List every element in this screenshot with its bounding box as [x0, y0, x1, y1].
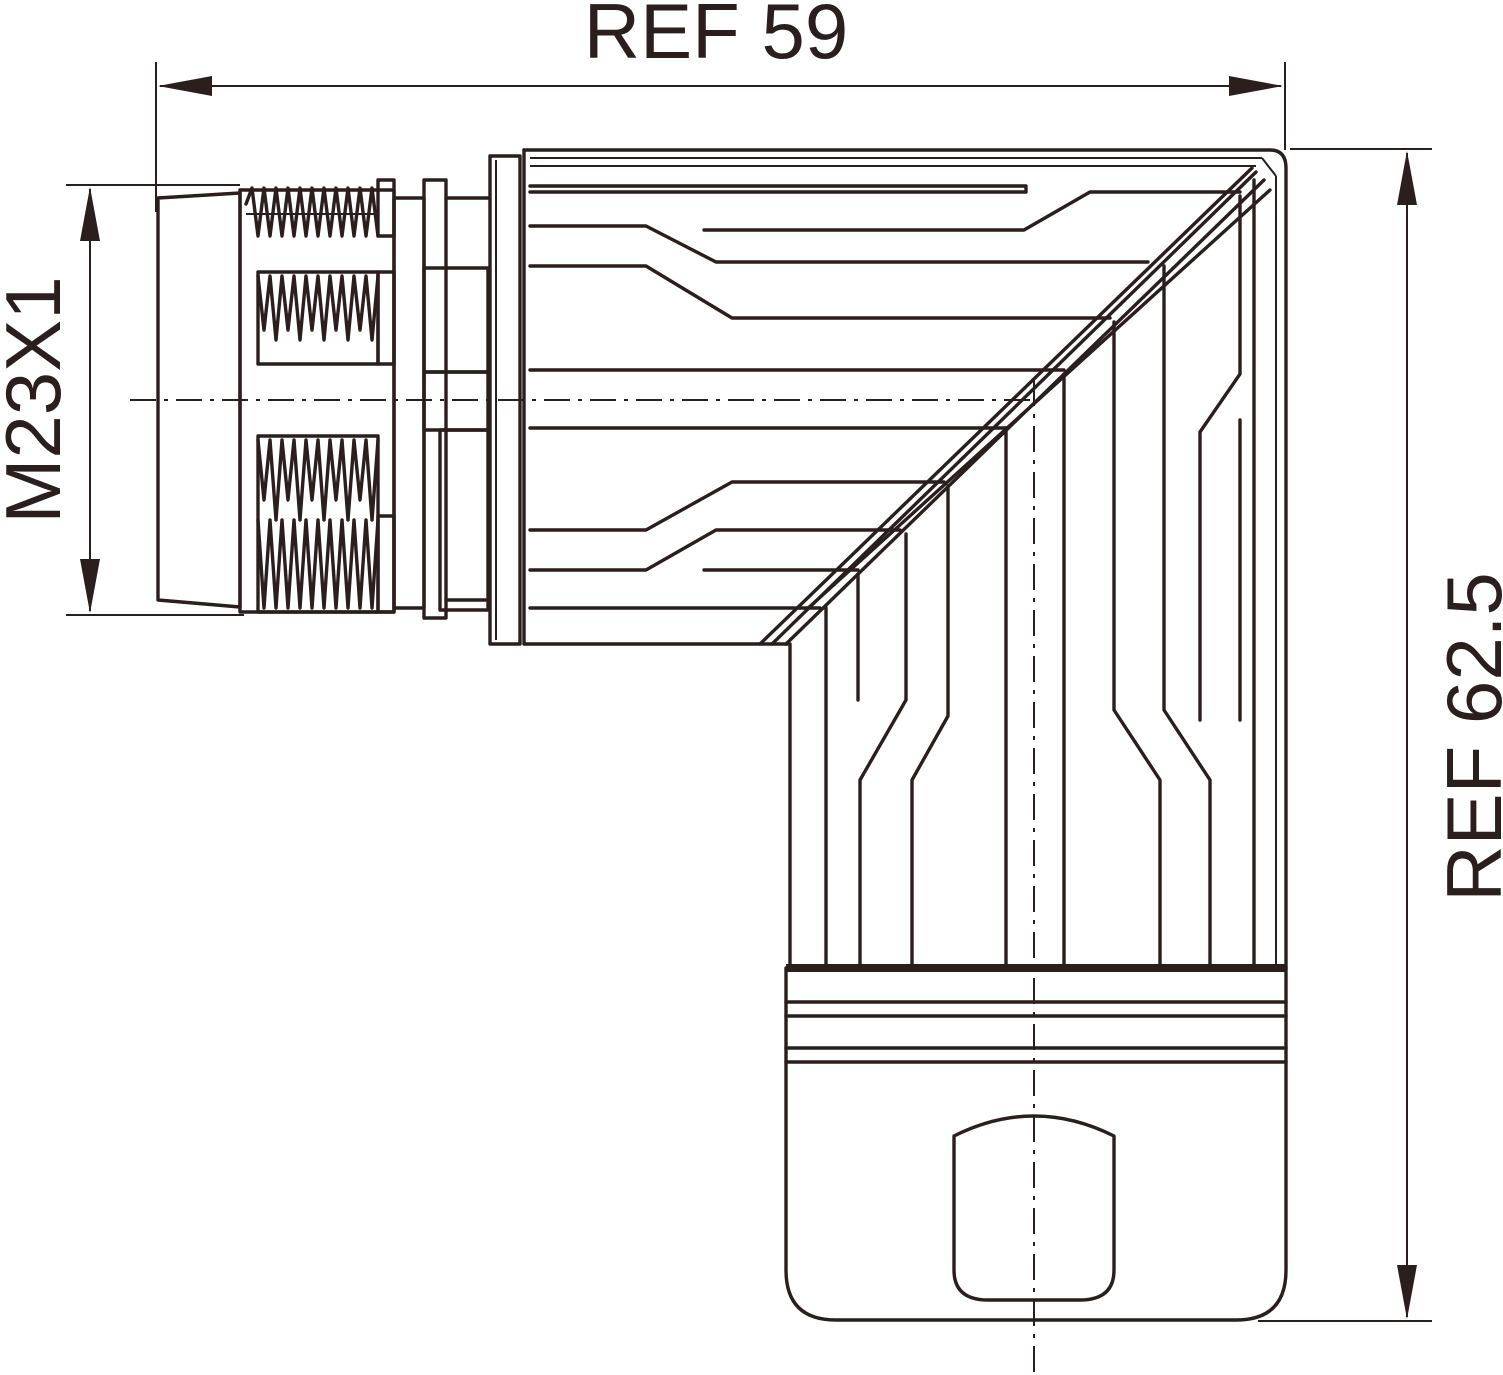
height-dimension — [1258, 148, 1432, 1322]
threaded-coupling — [156, 178, 396, 614]
flange-ring — [488, 154, 522, 646]
height-dimension-label: REF 62.5 — [1430, 572, 1503, 901]
width-dimension — [155, 62, 1286, 212]
width-dimension-label: REF 59 — [584, 0, 848, 75]
thread-dimension — [66, 184, 244, 616]
locking-collar — [392, 178, 490, 620]
cable-gland — [784, 964, 1288, 1322]
thread-dimension-label: M23X1 — [0, 276, 77, 523]
elbow-body — [522, 148, 1288, 970]
